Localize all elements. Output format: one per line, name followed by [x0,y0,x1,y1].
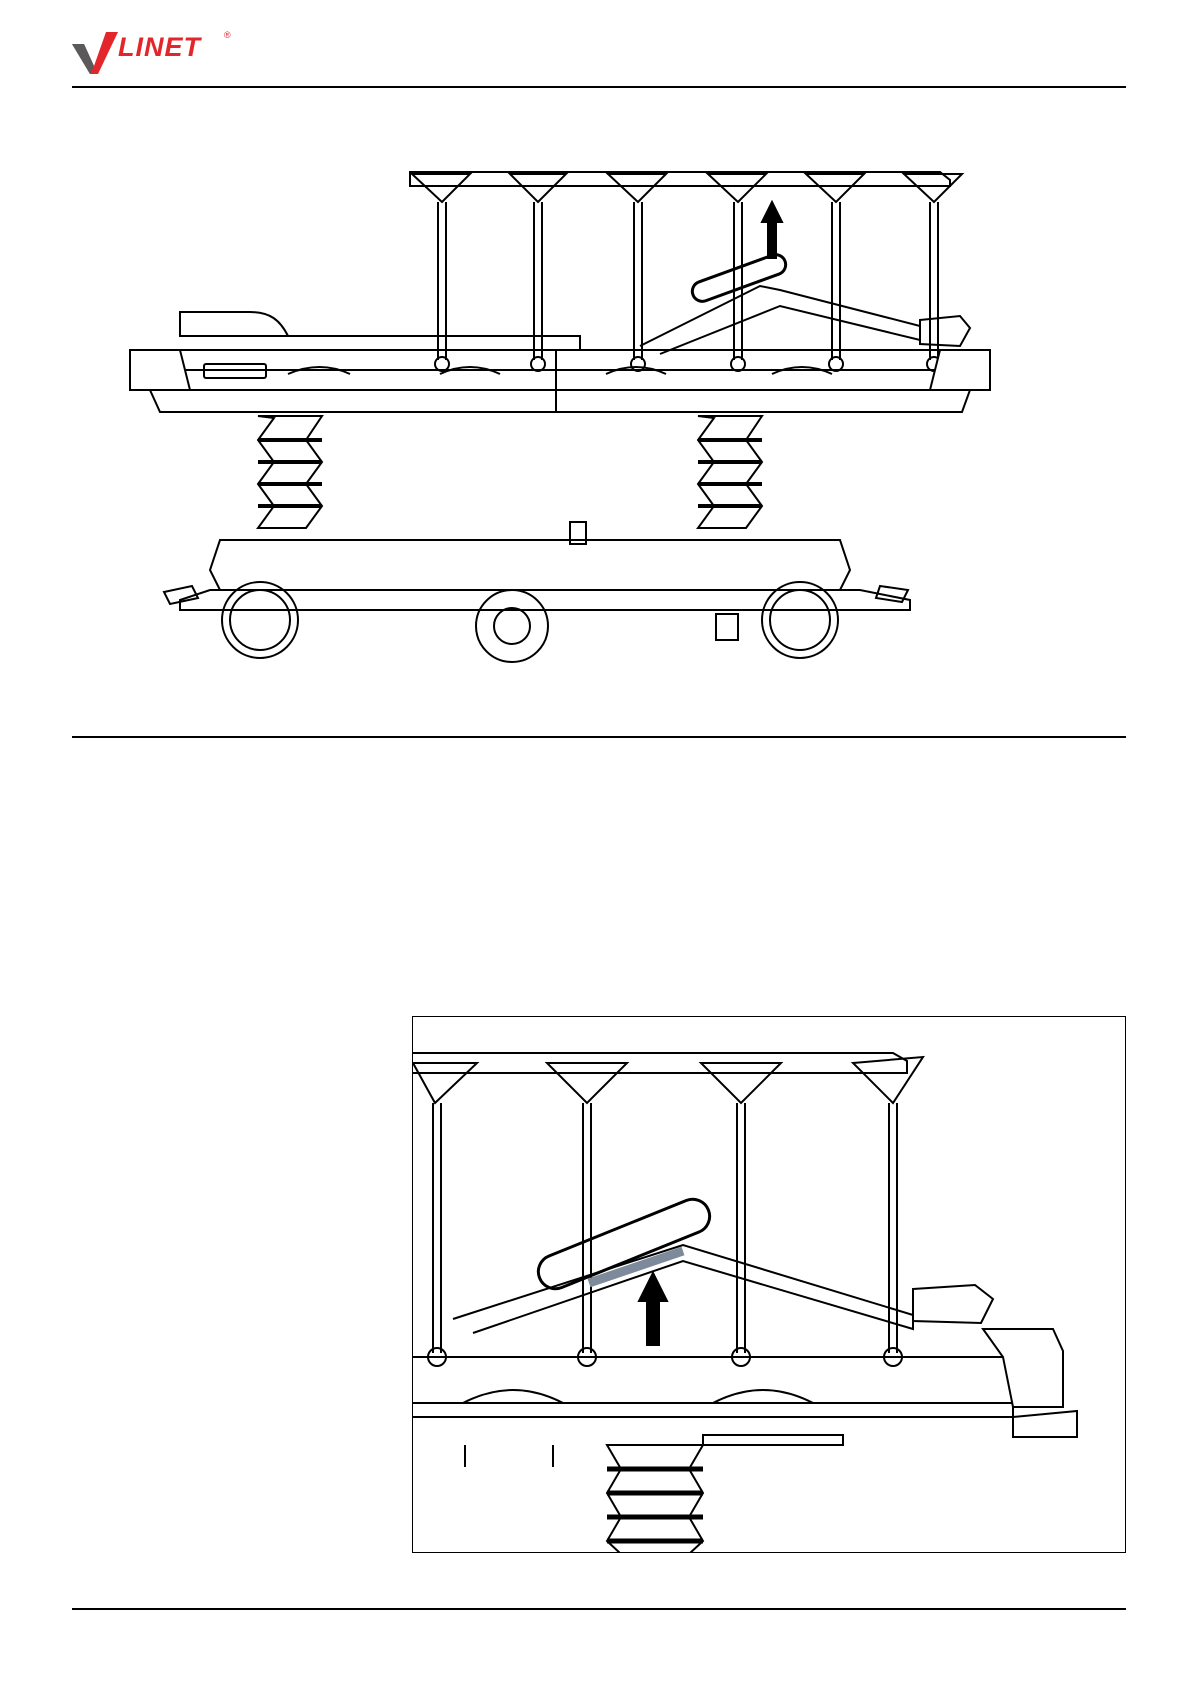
siderail-posts [412,174,962,371]
stretcher-backrest-lever-detail [413,1017,1126,1553]
up-arrow-icon [762,202,782,258]
footer-divider [72,1608,1126,1610]
linet-chevron-icon [72,26,118,74]
linet-logo: LINET ® [72,26,252,74]
stretcher-overview-figure [120,150,1080,730]
backrest-detail-figure [412,1016,1126,1553]
stretcher-side-view-diagram [120,150,1080,730]
brand-name: LINET [118,32,201,63]
bellows-right [698,416,762,528]
bellows-detail [607,1445,703,1553]
figure-divider [72,736,1126,738]
bellows-left [258,416,322,528]
registered-mark: ® [224,30,231,40]
up-arrow-icon [639,1273,667,1345]
header-divider [72,86,1126,88]
